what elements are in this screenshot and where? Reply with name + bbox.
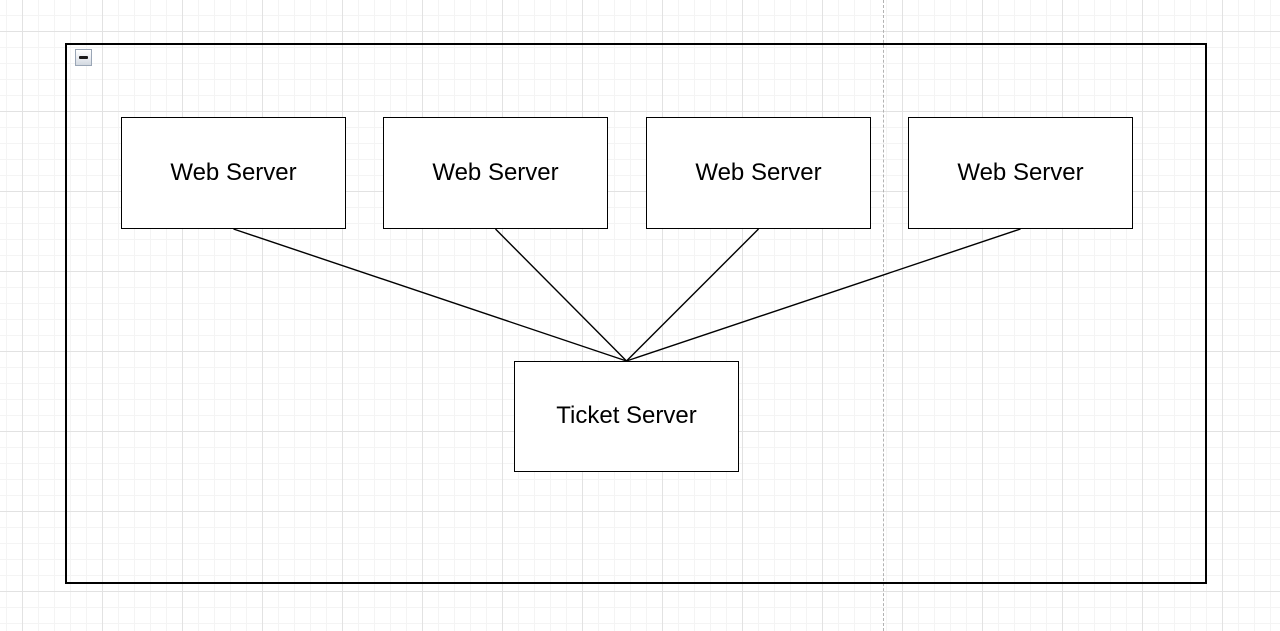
group-container[interactable] bbox=[65, 43, 1207, 584]
page-boundary-line bbox=[883, 0, 884, 631]
node-label: Web Server bbox=[695, 158, 822, 186]
collapse-button[interactable] bbox=[75, 49, 92, 66]
node-web-server-1[interactable]: Web Server bbox=[121, 117, 346, 229]
node-web-server-3[interactable]: Web Server bbox=[646, 117, 871, 229]
node-label: Web Server bbox=[432, 158, 559, 186]
edge-web-server-3-to-ticket-server[interactable] bbox=[626, 228, 759, 362]
edge-web-server-1-to-ticket-server[interactable] bbox=[233, 228, 627, 362]
node-web-server-4[interactable]: Web Server bbox=[908, 117, 1133, 229]
edge-web-server-4-to-ticket-server[interactable] bbox=[626, 228, 1021, 362]
node-ticket-server[interactable]: Ticket Server bbox=[514, 361, 739, 472]
edge-web-server-2-to-ticket-server[interactable] bbox=[495, 228, 627, 362]
node-web-server-2[interactable]: Web Server bbox=[383, 117, 608, 229]
node-label: Web Server bbox=[957, 158, 1084, 186]
minus-icon bbox=[79, 56, 88, 59]
node-label: Ticket Server bbox=[556, 402, 697, 430]
node-label: Web Server bbox=[170, 158, 297, 186]
